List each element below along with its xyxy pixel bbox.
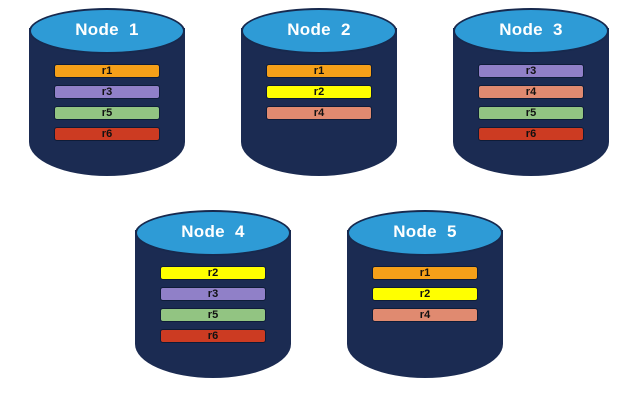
node-3-cylinder[interactable]: Node 3 r3 r4 r5 r6: [442, 8, 620, 191]
node-1-replica-r3[interactable]: r3: [54, 85, 160, 99]
node-3-replica-r3[interactable]: r3: [478, 64, 584, 78]
node-2-label: Node 2: [287, 20, 351, 39]
node-4-top-disc: [135, 210, 291, 256]
node-3-top-disc: [453, 8, 609, 54]
node-4-cylinder[interactable]: Node 4 r2 r3 r5 r6: [124, 210, 302, 393]
node-1-replica-r5[interactable]: r5: [54, 106, 160, 120]
node-1-replica-r6[interactable]: r6: [54, 127, 160, 141]
node-2-cylinder[interactable]: Node 2 r1 r2 r4: [230, 8, 408, 191]
node-4-replica-r2[interactable]: r2: [160, 266, 266, 280]
node-1-label: Node 1: [75, 20, 139, 39]
node-5-label: Node 5: [393, 222, 457, 241]
node-5-cylinder[interactable]: Node 5 r1 r2 r4: [336, 210, 514, 393]
node-4-replica-r5[interactable]: r5: [160, 308, 266, 322]
node-1-replica-r1[interactable]: r1: [54, 64, 160, 78]
node-4-replica-r3[interactable]: r3: [160, 287, 266, 301]
node-5-replica-r2[interactable]: r2: [372, 287, 478, 301]
node-4-replica-stack: r2 r3 r5 r6: [160, 266, 266, 350]
node-4-label: Node 4: [181, 222, 245, 241]
node-3-replica-r6[interactable]: r6: [478, 127, 584, 141]
node-2-replica-r2[interactable]: r2: [266, 85, 372, 99]
node-5-top-disc: [347, 210, 503, 256]
node-1-replica-stack: r1 r3 r5 r6: [54, 64, 160, 148]
node-2-replica-stack: r1 r2 r4: [266, 64, 372, 127]
node-2-top-disc: [241, 8, 397, 54]
node-3-label: Node 3: [499, 20, 563, 39]
node-3-replica-r5[interactable]: r5: [478, 106, 584, 120]
node-1-cylinder[interactable]: Node 1 r1 r3 r5 r6: [18, 8, 196, 191]
node-1-top-disc: [29, 8, 185, 54]
node-4-replica-r6[interactable]: r6: [160, 329, 266, 343]
node-row-top: Node 1 r1 r3 r5 r6 Node 2 r1 r2 r4 Node 3 r3 r4 r5 r6: [0, 8, 638, 191]
node-2-replica-r4[interactable]: r4: [266, 106, 372, 120]
node-row-bottom: Node 4 r2 r3 r5 r6 Node 5 r1 r2 r4: [0, 210, 638, 393]
node-5-replica-r4[interactable]: r4: [372, 308, 478, 322]
node-5-replica-r1[interactable]: r1: [372, 266, 478, 280]
node-5-replica-stack: r1 r2 r4: [372, 266, 478, 329]
node-2-replica-r1[interactable]: r1: [266, 64, 372, 78]
node-3-replica-stack: r3 r4 r5 r6: [478, 64, 584, 148]
node-3-replica-r4[interactable]: r4: [478, 85, 584, 99]
